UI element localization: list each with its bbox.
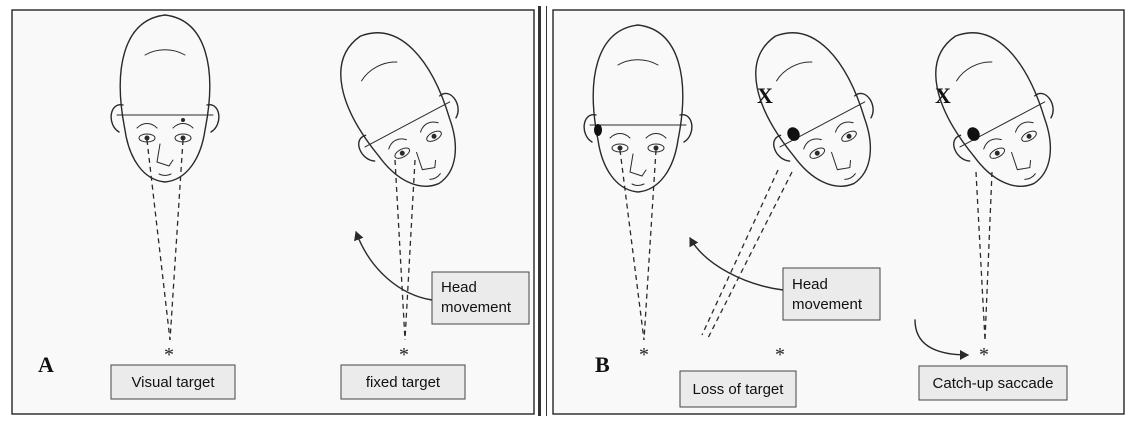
label-visual-target: Visual target (111, 365, 235, 399)
label-catch-up-saccade: Catch-up saccade (919, 366, 1067, 400)
svg-text:Loss of target: Loss of target (693, 381, 785, 398)
target-star-fixed: * (399, 344, 409, 366)
panel-a: * * A Visual target fixed target Headmov… (12, 10, 534, 414)
label-loss-of-target: Loss of target (680, 371, 796, 407)
label-fixed-target: fixed target (341, 365, 465, 399)
panel-b: * X * X * B Headmovement (553, 10, 1124, 414)
panel-letter-a: A (38, 352, 54, 377)
svg-text:fixed target: fixed target (366, 374, 441, 391)
label-head-movement-a: Headmovement (432, 272, 529, 324)
target-star-b2: * (775, 344, 785, 366)
target-star-b3: * (979, 344, 989, 366)
panel-letter-b: B (595, 352, 610, 377)
target-star-b1: * (639, 344, 649, 366)
target-star-visual: * (164, 344, 174, 366)
label-head-movement-b: Headmovement (783, 268, 880, 320)
panel-divider (538, 6, 541, 416)
svg-text:Visual target: Visual target (131, 374, 215, 391)
svg-text:Catch-up saccade: Catch-up saccade (933, 375, 1054, 392)
